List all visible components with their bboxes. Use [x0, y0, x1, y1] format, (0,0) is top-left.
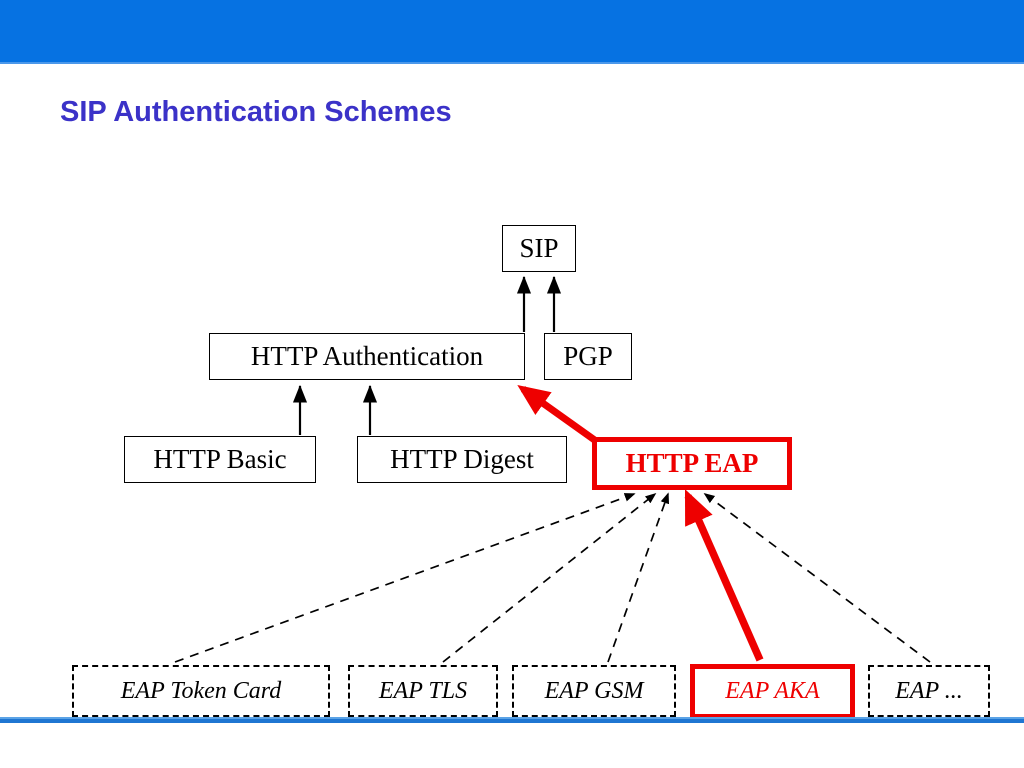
node-eap-tls-label: EAP TLS — [378, 677, 468, 704]
page-title: SIP Authentication Schemes — [60, 96, 452, 128]
node-http-eap-label: HTTP EAP — [625, 448, 759, 478]
node-eap-tls[interactable]: EAP TLS — [348, 665, 498, 717]
node-http-basic-label: HTTP Basic — [153, 444, 287, 474]
node-pgp-label: PGP — [563, 341, 613, 371]
edge-eap-aka-to-http-eap — [684, 489, 764, 662]
node-http-authentication-label: HTTP Authentication — [250, 341, 484, 371]
node-eap-gsm[interactable]: EAP GSM — [512, 665, 676, 717]
node-eap-token-card[interactable]: EAP Token Card — [72, 665, 330, 717]
node-sip[interactable]: SIP — [502, 225, 576, 272]
node-eap-gsm-label: EAP GSM — [544, 677, 644, 704]
edge-http-eap-to-http-auth — [517, 384, 599, 444]
node-sip-label: SIP — [519, 233, 559, 263]
node-eap-etc-label: EAP ... — [895, 677, 963, 704]
node-http-basic[interactable]: HTTP Basic — [124, 436, 316, 483]
edge-eap-token-to-http-eap — [174, 493, 636, 663]
node-eap-etc[interactable]: EAP ... — [868, 665, 990, 717]
edge-eap-tls-to-http-eap — [442, 492, 657, 663]
top-banner-edge — [0, 62, 1024, 64]
node-http-authentication[interactable]: HTTP Authentication — [209, 333, 525, 380]
node-http-eap[interactable]: HTTP EAP — [592, 437, 792, 490]
node-eap-token-card-label: EAP Token Card — [120, 677, 282, 704]
bottom-rule-highlight — [0, 717, 1024, 719]
node-http-digest-label: HTTP Digest — [390, 444, 534, 474]
edge-eap-gsm-to-http-eap — [607, 492, 670, 663]
top-banner — [0, 0, 1024, 62]
edge-eap-etc-to-http-eap — [703, 492, 931, 663]
node-http-digest[interactable]: HTTP Digest — [357, 436, 567, 483]
node-eap-aka[interactable]: EAP AKA — [690, 664, 855, 719]
node-pgp[interactable]: PGP — [544, 333, 632, 380]
bottom-rule — [0, 719, 1024, 723]
node-eap-aka-label: EAP AKA — [725, 678, 820, 704]
